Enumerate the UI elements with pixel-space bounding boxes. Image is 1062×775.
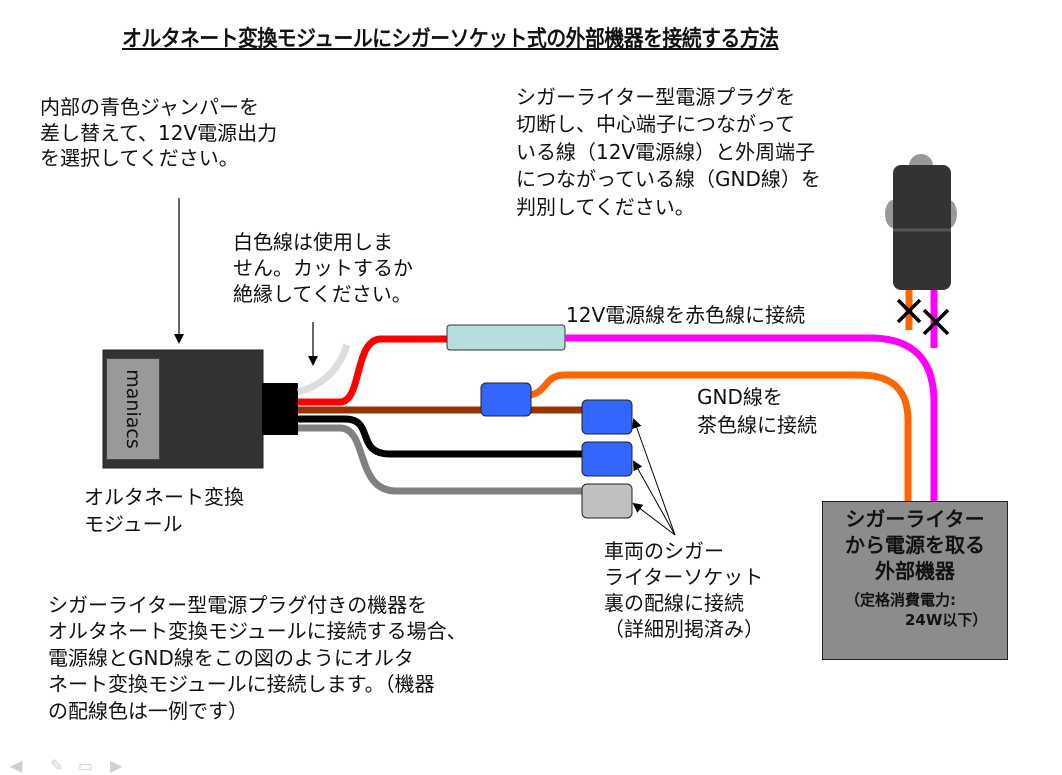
module-label: オルタネート変換 モジュール	[84, 485, 244, 536]
gnd-splice-connector	[480, 382, 532, 417]
menu-icon[interactable]: ▭	[78, 756, 94, 775]
black-wire	[298, 415, 585, 458]
power-wire-12v	[565, 334, 938, 505]
splice-tube	[446, 324, 566, 351]
slide-nav: ◀ ✎ ▭ ▶	[0, 756, 160, 775]
module-brand-label: maniacs	[106, 358, 160, 460]
pen-icon[interactable]: ✎	[50, 756, 64, 775]
jumper-note: 内部の青色ジャンパーを 差し替えて、12V電源出力 を選択してください。	[40, 95, 278, 171]
gray-wire	[298, 424, 585, 495]
forward-arrow-icon[interactable]: ▶	[110, 756, 123, 775]
page-title: オルタネート変換モジュールにシガーソケット式の外部機器を接続する方法	[122, 27, 779, 52]
external-device-box: シガーライター から電源を取る 外部機器 （定格消費電力: 24W以下）	[822, 501, 1008, 660]
cut-mark-gnd	[896, 298, 922, 324]
gnd-wire	[529, 371, 912, 505]
module-connector	[262, 383, 298, 435]
socket-pointer-3	[632, 502, 676, 536]
back-arrow-icon[interactable]: ◀	[10, 756, 23, 775]
plug-note: シガーライター型電源プラグを 切断し、中心端子につながって いる線（12V電源線…	[516, 85, 821, 219]
socket-connector-brown	[581, 399, 633, 435]
brand-text: maniacs	[122, 369, 144, 449]
summary-note: シガーライター型電源プラグ付きの機器を オルタネート変換モジュールに接続する場合…	[48, 593, 467, 723]
cigarette-plug-body	[893, 165, 951, 290]
gnd-connect-label: GND線を 茶色線に接続	[697, 385, 817, 437]
device-spec: （定格消費電力: 24W以下）	[845, 591, 988, 630]
socket-pointer-1	[631, 418, 676, 536]
power-connect-label: 12V電源線を赤色線に接続	[566, 303, 806, 327]
white-wire-note: 白色線は使用しま せん。カットするか 絶縁してください。	[233, 230, 413, 306]
device-title: シガーライター から電源を取る 外部機器	[845, 507, 985, 583]
red-wire	[298, 335, 450, 406]
vehicle-socket-note: 車両のシガー ライターソケット 裏の配線に接続 （詳細別掲済み）	[604, 539, 764, 641]
socket-connector-gray	[581, 483, 633, 519]
white-wire	[296, 343, 351, 396]
socket-connector-black	[581, 441, 633, 477]
socket-pointer-2	[633, 460, 676, 536]
cut-mark-power	[922, 308, 950, 336]
